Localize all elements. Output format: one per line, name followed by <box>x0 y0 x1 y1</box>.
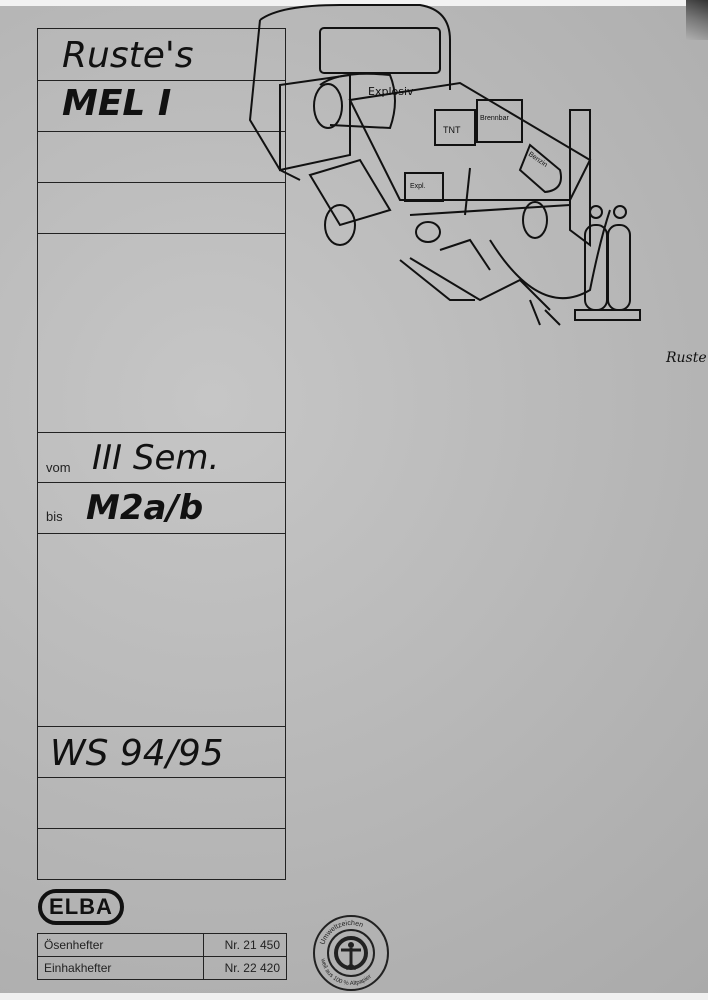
brennbar-box <box>476 99 523 143</box>
van <box>248 4 451 227</box>
form-line <box>38 828 285 829</box>
label-expl: Expl. <box>410 183 426 190</box>
benzin-canister <box>518 143 562 194</box>
expl-box <box>404 172 444 202</box>
artist-signature: Ruste <box>665 350 707 366</box>
form-line <box>38 482 285 483</box>
product-name: Einhakhefter <box>37 956 204 980</box>
product-number: Nr. 21 450 <box>203 933 287 957</box>
welding-hose <box>489 209 611 300</box>
cartoon-illustration: Explosiv TNT Brennbar Benzin Expl. Ruste <box>248 4 707 366</box>
vom-value: III Sem. <box>92 438 220 478</box>
scan-edge-top <box>0 0 708 6</box>
label-tnt: TNT <box>443 125 461 135</box>
form-line <box>38 726 285 727</box>
gas-cylinders <box>574 205 641 321</box>
label-explosiv: Explosiv <box>368 85 414 98</box>
bis-label: bis <box>46 509 63 524</box>
form-line <box>38 182 285 183</box>
product-number: Nr. 22 420 <box>203 956 287 980</box>
explosive-barrel <box>313 72 396 130</box>
label-brennbar: Brennbar <box>480 115 509 122</box>
elba-logo: ELBA <box>38 889 124 925</box>
title-line-2: MEL I <box>62 83 172 124</box>
form-line <box>38 432 285 433</box>
semester-value: WS 94/95 <box>50 733 224 774</box>
label-benzin: Benzin <box>527 151 549 169</box>
vom-label: vom <box>46 460 71 475</box>
title-line-1: Ruste's <box>62 35 194 76</box>
form-line <box>38 233 285 234</box>
product-name: Ösenhefter <box>37 933 204 957</box>
mechanic-on-creeper <box>399 167 561 326</box>
tnt-box <box>434 109 476 146</box>
product-table: Ösenhefter Nr. 21 450 Einhakhefter Nr. 2… <box>37 933 287 980</box>
form-line <box>38 131 285 132</box>
form-line <box>38 533 285 534</box>
table-row: Einhakhefter Nr. 22 420 <box>37 956 287 980</box>
environment-seal-icon: Umweltzeichen weil aus 100 % Altpapier <box>313 915 389 991</box>
form-line <box>38 777 285 778</box>
label-form: Ruste's MEL I vom III Sem. bis M2a/b WS … <box>37 28 286 880</box>
bis-value: M2a/b <box>86 488 204 528</box>
form-line <box>38 80 285 81</box>
table-row: Ösenhefter Nr. 21 450 <box>37 933 287 957</box>
scan-shadow <box>686 0 708 40</box>
scan-edge-bottom <box>0 993 708 1000</box>
truck-bed <box>324 81 592 247</box>
